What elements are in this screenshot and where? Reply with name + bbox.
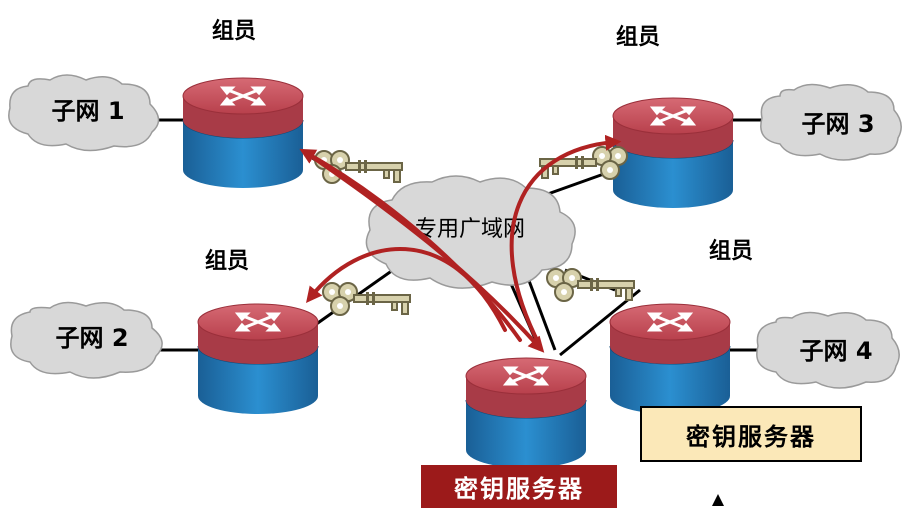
subnet-3-label: 子网 3 [801,110,874,138]
router-icon-member-2 [196,302,320,416]
arrow-icon [306,247,507,332]
cloud-icon [760,83,902,161]
subnet-4-label: 子网 4 [799,337,872,365]
key-server-banner: 密钥服务器 [421,465,617,508]
member-2-label: 组员 [205,248,249,274]
wan-cloud: 专用广域网 [365,175,576,289]
arrow-icon [299,148,522,342]
link-server-b [523,269,557,351]
member-1-label: 组员 [212,18,256,44]
cloud-icon [8,74,160,152]
arrow-icon [509,134,622,348]
subnet-cloud-1: 子网 1 [8,74,160,152]
router-icon-member-4 [608,302,732,416]
subnet-2-label: 子网 2 [55,324,128,352]
subnet-cloud-2: 子网 2 [10,301,163,379]
arrow-icon [303,150,545,353]
subnet-cloud-3: 子网 3 [760,83,902,161]
member-4-label: 组员 [709,238,753,264]
router-icon-key-server [464,356,588,470]
key-server-label-box: 密钥服务器 [640,406,862,462]
key-icon-member-4 [546,268,635,302]
cloud-icon [10,301,163,379]
router-icon-member-3 [611,96,735,210]
cursor-marker [712,494,724,506]
cloud-icon [365,175,576,289]
key-distribution-arrows [299,134,622,353]
wan-label: 专用广域网 [415,217,525,242]
subnet-cloud-4: 子网 4 [756,311,900,389]
subnet-1-label: 子网 1 [51,97,124,125]
member-3-label: 组员 [616,24,660,50]
router-icon-member-1 [181,76,305,190]
cloud-icon [756,311,900,389]
